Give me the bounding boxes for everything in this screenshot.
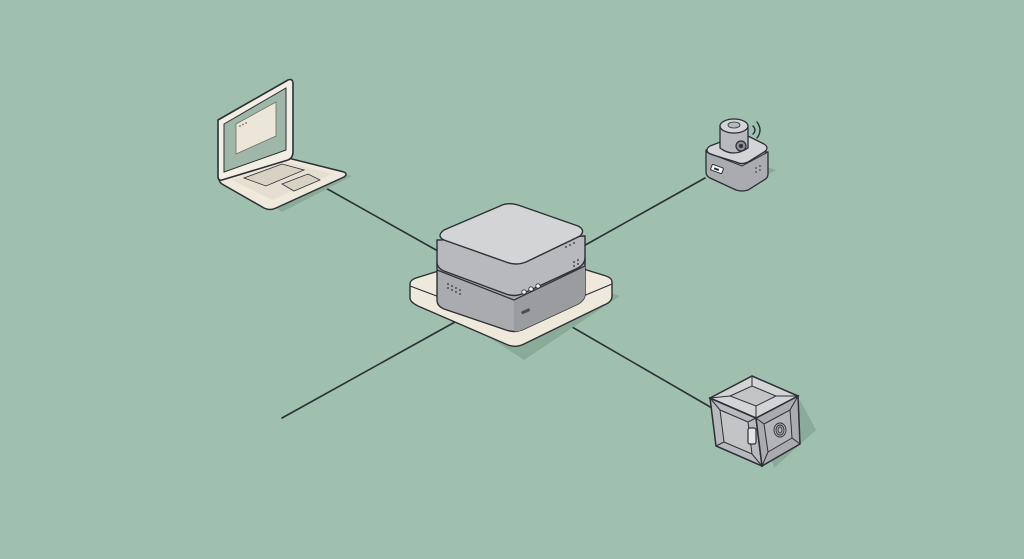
server-status-lights: [521, 283, 541, 295]
safe-icon: [708, 375, 816, 468]
laptop-screen-window: [235, 101, 277, 155]
link-server-laptop: [314, 181, 446, 256]
connections: [281, 177, 713, 419]
link-server-camera: [579, 177, 706, 249]
link-server-open-end: [281, 321, 456, 419]
signal-waves-icon: [752, 121, 761, 139]
security-camera-icon: [705, 118, 776, 192]
link-server-safe: [559, 319, 713, 409]
fingerprint-icon: [773, 422, 787, 438]
safe-handle: [747, 427, 757, 445]
server-icon: [409, 203, 620, 360]
laptop-icon: [217, 78, 352, 212]
